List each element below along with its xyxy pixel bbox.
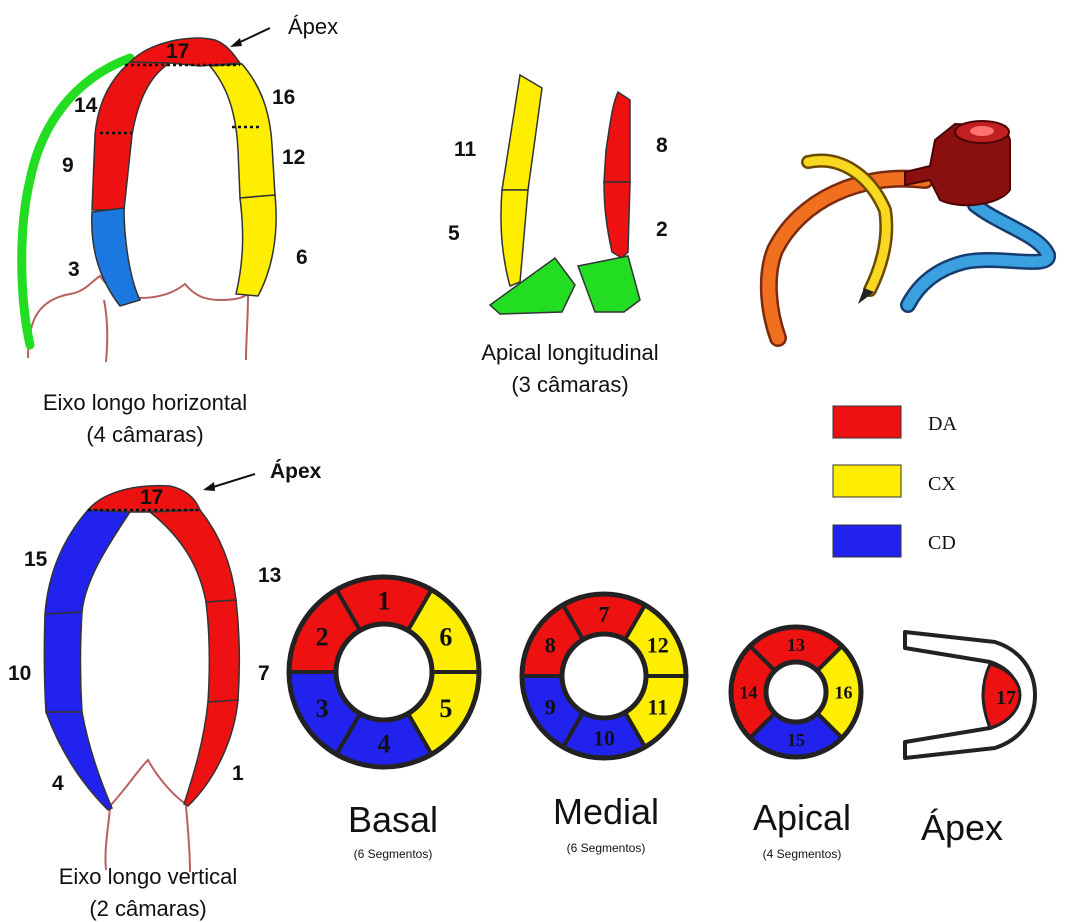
medial-segment-label-7: 7: [599, 602, 610, 627]
vla-view: Ápex 17 15 10 4 13 7 1 Eixo longo vertic…: [8, 460, 322, 921]
al-label-8: 8: [656, 134, 668, 157]
basal-inner-border: [336, 624, 432, 720]
basal-segment-label-1: 1: [378, 587, 391, 616]
al-label-11: 11: [454, 138, 477, 161]
hla-label-14: 14: [74, 94, 98, 117]
hla-septum-outline: [104, 300, 107, 362]
vla-label-7: 7: [258, 662, 270, 685]
vla-seg-15: [45, 510, 130, 614]
vla-seg-10: [44, 612, 82, 712]
al-seg-2: [604, 182, 630, 258]
medial-segment-label-9: 9: [545, 695, 556, 720]
basal-segment-label-6: 6: [439, 622, 452, 651]
al-green-right: [578, 256, 640, 312]
vla-label-15: 15: [24, 548, 48, 571]
vla-caption-line1: Eixo longo vertical: [59, 864, 238, 889]
ring-basal: 1 6 5 4 3 2: [289, 577, 479, 767]
vla-outline-left: [105, 808, 110, 870]
hla-label-12: 12: [282, 146, 305, 169]
apical-title: Apical: [753, 797, 851, 838]
al-seg-5: [501, 190, 528, 286]
hla-label-16: 16: [272, 86, 295, 109]
al-green-left: [490, 258, 575, 314]
vla-apex-label: Ápex: [270, 460, 322, 483]
basal-subtitle: (6 Segmentos): [354, 847, 433, 861]
medial-inner-border: [562, 634, 646, 718]
medial-segment-label-11: 11: [647, 695, 668, 720]
hla-caption-line2: (4 câmaras): [86, 422, 203, 447]
basal-title: Basal: [348, 799, 438, 840]
legend-swatch-cd: [833, 525, 901, 557]
legend-label-cd: CD: [928, 532, 956, 554]
apical-long-view: 11 5 8 2 Apical longitudinal (3 câmaras): [448, 75, 668, 397]
basal-segment-label-5: 5: [439, 694, 452, 723]
medial-subtitle: (6 Segmentos): [567, 841, 646, 855]
vla-apex-arrow: [210, 474, 255, 488]
al-label-5: 5: [448, 222, 460, 245]
vla-label-17: 17: [140, 486, 163, 509]
legend-label-cx: CX: [928, 473, 956, 495]
vla-seg-1: [184, 700, 238, 806]
hla-caption-line1: Eixo longo horizontal: [43, 390, 247, 415]
hla-seg-6: [236, 195, 276, 296]
medial-title: Medial: [553, 791, 659, 832]
vla-valve-outline: [110, 760, 186, 806]
medial-segment-label-10: 10: [593, 726, 615, 751]
apical-subtitle: (4 Segmentos): [763, 847, 842, 861]
hla-label-17: 17: [166, 40, 189, 63]
apical-segment-label-15: 15: [787, 730, 805, 750]
vla-caption-line2: (2 câmaras): [89, 896, 206, 921]
ring-apical: 13 16 15 14: [731, 627, 861, 757]
hla-seg-16-12: [210, 64, 275, 198]
apex-cap-label-17: 17: [996, 687, 1016, 709]
vla-outline-right: [186, 806, 190, 872]
legend-swatch-cx: [833, 465, 901, 497]
legend-swatch-da: [833, 406, 901, 438]
basal-segment-label-4: 4: [378, 730, 391, 759]
al-caption-line2: (3 câmaras): [511, 372, 628, 397]
vla-label-1: 1: [232, 762, 244, 785]
al-seg-11: [502, 75, 542, 190]
al-caption-line1: Apical longitudinal: [481, 340, 658, 365]
hla-seg-14-9: [92, 62, 170, 210]
vla-seg-13: [150, 510, 236, 602]
vla-seg-7: [206, 600, 239, 702]
ring-medial: 7 12 11 10 9 8: [522, 594, 686, 758]
vla-apex-arrowhead: [203, 482, 215, 491]
vla-label-10: 10: [8, 662, 31, 685]
al-seg-8: [604, 92, 630, 182]
vla-label-4: 4: [52, 772, 64, 795]
hla-apex-arrowhead: [230, 38, 242, 47]
hla-label-6: 6: [296, 246, 308, 269]
apex-cap: 17: [905, 632, 1035, 758]
coronary-illustration: [755, 55, 1063, 373]
hla-apex-arrow: [236, 28, 270, 44]
apical-segment-label-13: 13: [787, 635, 805, 655]
legend: DA CX CD: [833, 406, 957, 557]
hla-label-3: 3: [68, 258, 80, 281]
apex-title: Ápex: [921, 807, 1003, 848]
apical-inner-border: [766, 662, 826, 722]
basal-segment-label-3: 3: [316, 694, 329, 723]
hla-seg-3: [92, 208, 140, 306]
vla-seg-4: [46, 712, 112, 810]
medial-segment-label-12: 12: [647, 633, 669, 658]
apical-segment-label-16: 16: [835, 682, 853, 702]
medial-segment-label-8: 8: [545, 633, 556, 658]
hla-label-9: 9: [62, 154, 74, 177]
legend-label-da: DA: [928, 413, 957, 435]
apical-segment-label-14: 14: [740, 682, 758, 702]
hla-view: Ápex 17 14 9 3 16 12 6 Eixo longo horizo…: [22, 14, 338, 447]
vla-label-13: 13: [258, 564, 281, 587]
al-label-2: 2: [656, 218, 668, 241]
hla-apex-label: Ápex: [288, 14, 338, 39]
basal-segment-label-2: 2: [316, 622, 329, 651]
hla-valve-outline: [28, 276, 248, 360]
coronary-aorta-lumen: [970, 126, 994, 136]
